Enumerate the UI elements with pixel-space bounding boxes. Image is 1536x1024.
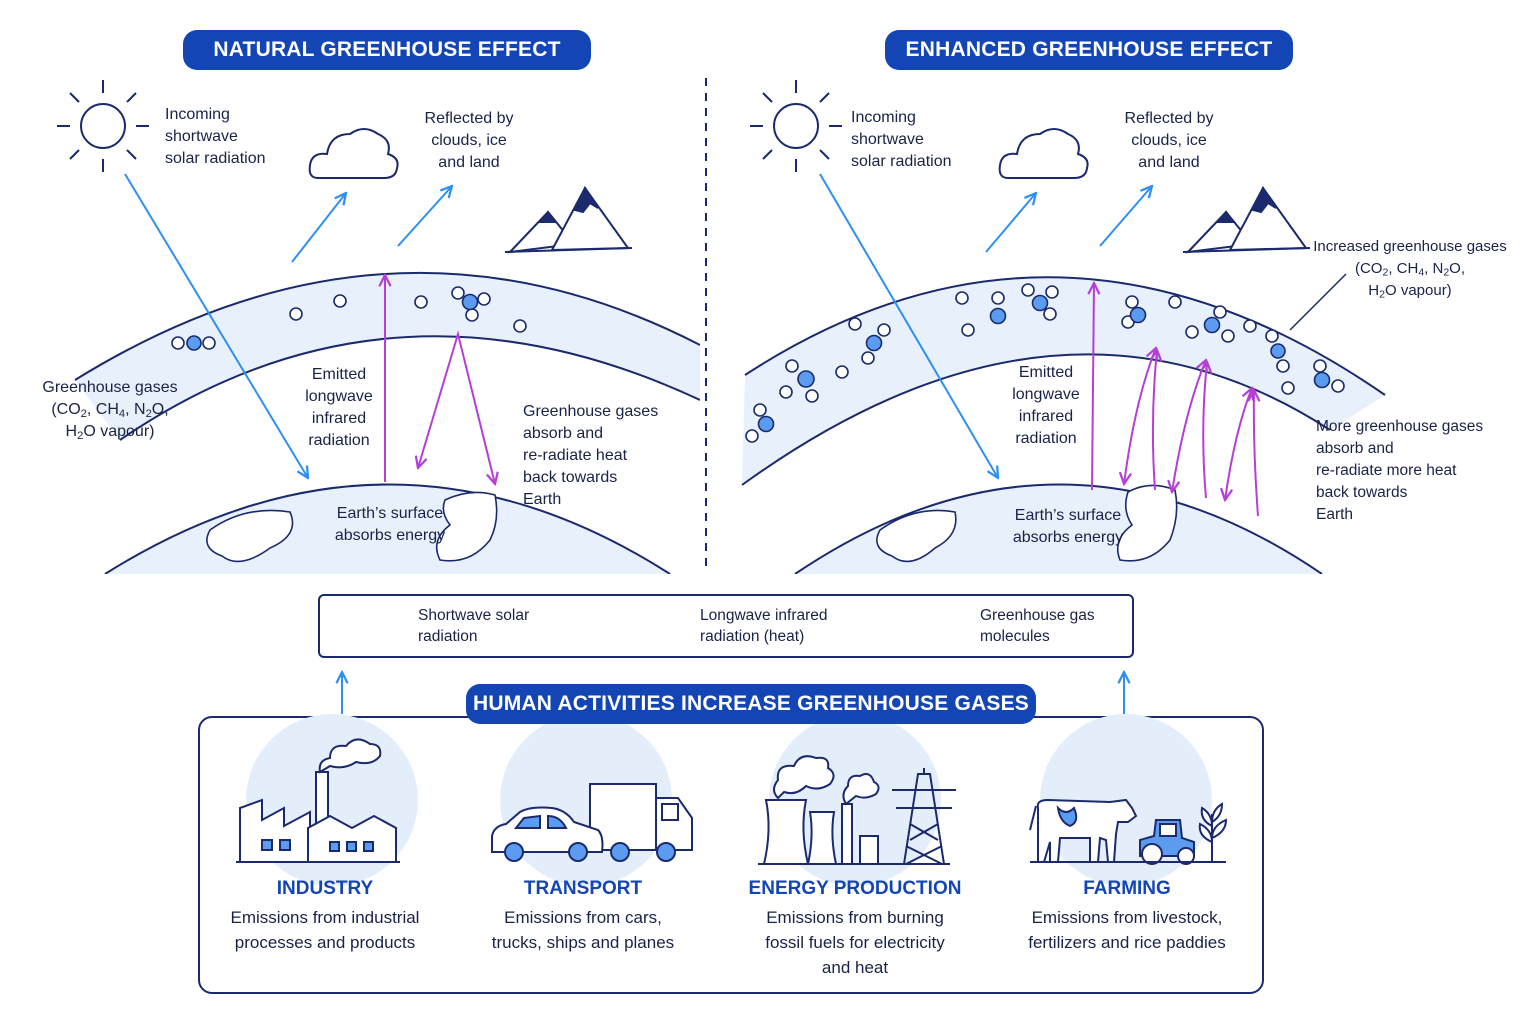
sun-icon <box>750 80 842 172</box>
reflected-arrow-1 <box>985 193 1036 253</box>
pointer-line <box>1289 273 1347 331</box>
transport-desc: Emissions from cars,trucks, ships and pl… <box>491 908 675 952</box>
mountain-icon <box>504 185 633 254</box>
gases-vapour: H2O vapour) <box>1368 282 1452 301</box>
emitted-arrow <box>1092 283 1094 491</box>
enhanced-panel <box>741 276 1386 574</box>
human-title: HUMAN ACTIVITIES INCREASE GREENHOUSE GAS… <box>466 684 1036 724</box>
natural-panel <box>74 271 700 574</box>
gases-formula: (CO2, CH4, N2O, <box>51 401 169 420</box>
power-plant-icon <box>758 755 950 865</box>
atmosphere-band-thick <box>742 277 1385 485</box>
factory-icon <box>236 738 400 863</box>
energy-title: ENERGY PRODUCTION <box>748 878 962 899</box>
natural-title: NATURAL GREENHOUSE EFFECT <box>183 30 591 70</box>
increased-gases-label: Increased greenhouse gases (CO2, CH4, N2… <box>1310 236 1510 302</box>
farming-desc: Emissions from livestock,fertilizers and… <box>1028 908 1226 952</box>
atmosphere-band <box>75 272 700 440</box>
car-icon <box>491 806 604 862</box>
greenhouse-gases-label: Greenhouse gases (CO2, CH4, N2O, H2O vap… <box>30 377 190 443</box>
molecule-icon <box>171 286 527 351</box>
pylon-icon <box>892 768 956 865</box>
cloud-icon <box>998 128 1089 179</box>
mountain-icon <box>1182 185 1311 254</box>
reradiate-arrow <box>418 330 495 484</box>
cow-icon <box>1029 798 1138 863</box>
incoming-arrow <box>819 173 998 478</box>
reflected-arrow-2 <box>1099 186 1152 247</box>
industry-title: INDUSTRY <box>276 878 374 899</box>
sun-icon <box>57 80 149 172</box>
tractor-icon <box>1139 819 1195 865</box>
gases-vapour: H2O vapour) <box>65 423 155 442</box>
truck-icon <box>589 783 693 862</box>
incoming-arrow <box>124 173 308 478</box>
reflected-arrow-2 <box>397 186 452 247</box>
plant-icon <box>1030 802 1228 863</box>
reradiate-arrows <box>1124 348 1258 517</box>
transport-title: TRANSPORT <box>523 878 643 899</box>
cloud-icon <box>308 128 399 179</box>
molecule-icon <box>745 283 1345 443</box>
farming-title: FARMING <box>1083 878 1171 899</box>
gases-formula: (CO2, CH4, N2O, <box>1354 260 1466 279</box>
reflected-arrow-1 <box>291 193 346 263</box>
enhanced-title: ENHANCED GREENHOUSE EFFECT <box>885 30 1293 70</box>
legend-box <box>318 594 1134 658</box>
